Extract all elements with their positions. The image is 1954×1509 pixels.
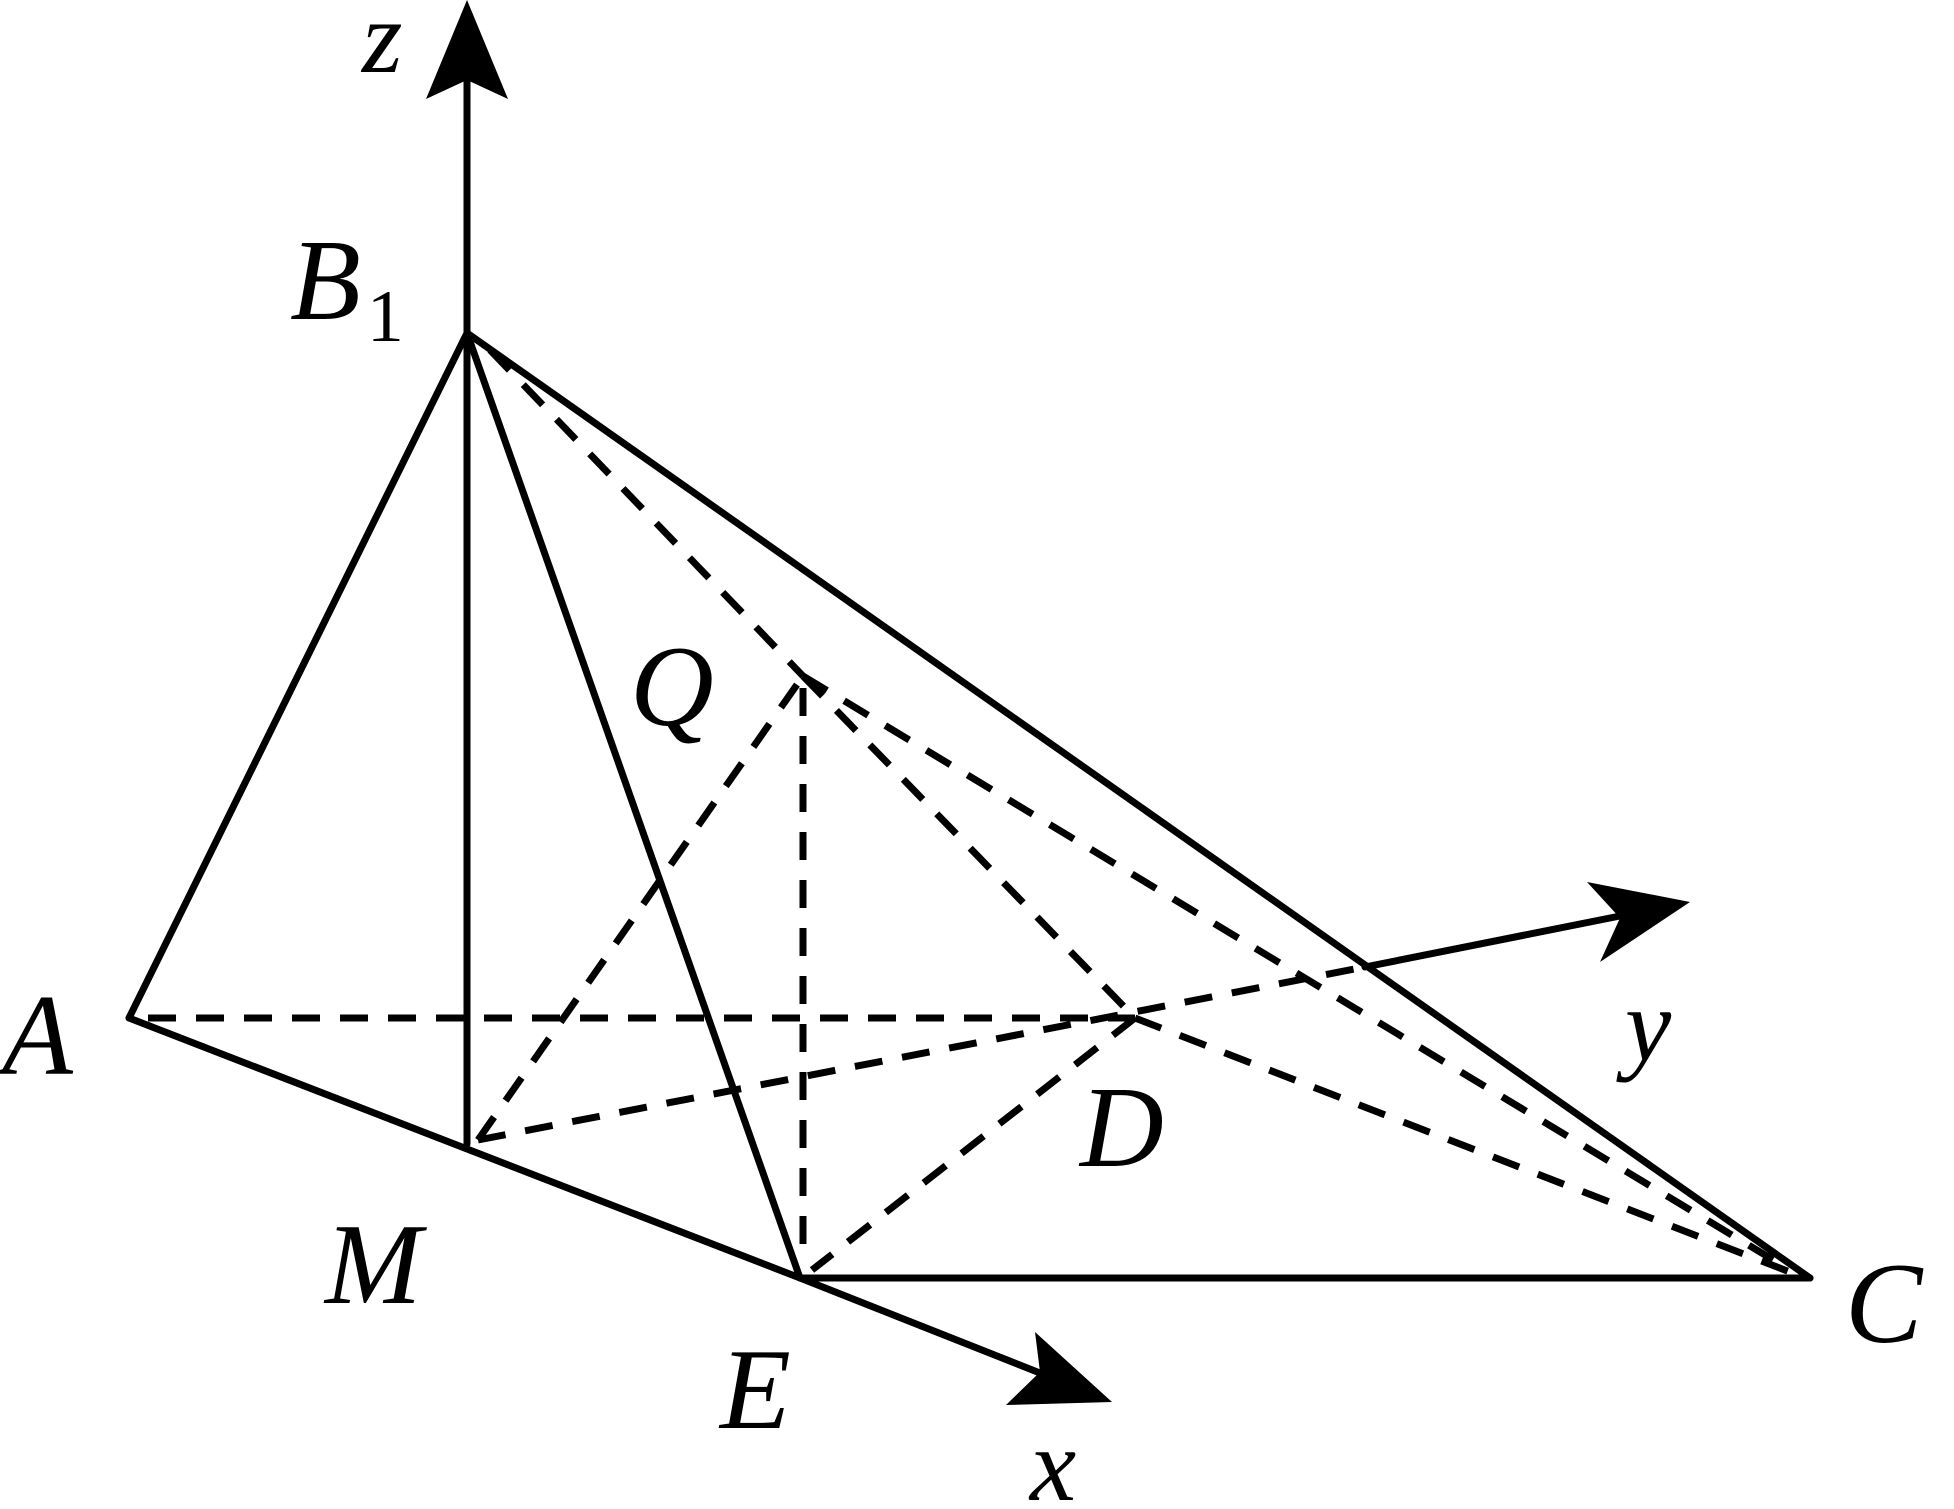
dashed-M-y bbox=[477, 963, 1366, 1144]
edge-B1-C bbox=[463, 329, 1814, 1282]
label-D: D bbox=[1078, 1064, 1164, 1192]
y-axis-arrowhead bbox=[1587, 882, 1690, 962]
x-axis-arrowhead bbox=[1006, 1332, 1112, 1405]
y-axis bbox=[1361, 911, 1629, 971]
z-axis-arrowhead bbox=[426, 0, 508, 99]
label-M: M bbox=[323, 1201, 427, 1329]
label-Q: Q bbox=[630, 623, 714, 751]
label-E: E bbox=[718, 1326, 791, 1454]
label-B1-letter: B bbox=[290, 217, 361, 345]
dashed-D-C bbox=[1133, 1014, 1792, 1276]
label-A: A bbox=[0, 972, 74, 1100]
dashed-B1-Q bbox=[487, 347, 806, 679]
label-z-axis: z bbox=[360, 0, 402, 95]
label-y-axis: y bbox=[1616, 968, 1672, 1083]
edge-A-B1 bbox=[125, 329, 471, 1022]
dashed-Q-D bbox=[800, 673, 1138, 1021]
dashed-D-E bbox=[809, 1015, 1138, 1273]
x-axis bbox=[796, 1274, 1049, 1379]
edge-B1-E bbox=[463, 329, 804, 1282]
label-B1-subscript: 1 bbox=[367, 276, 404, 358]
label-x-axis: x bbox=[1028, 1408, 1076, 1509]
label-B1: B1 bbox=[290, 217, 404, 358]
edge-A-E bbox=[125, 1014, 804, 1282]
label-C: C bbox=[1845, 1240, 1924, 1368]
